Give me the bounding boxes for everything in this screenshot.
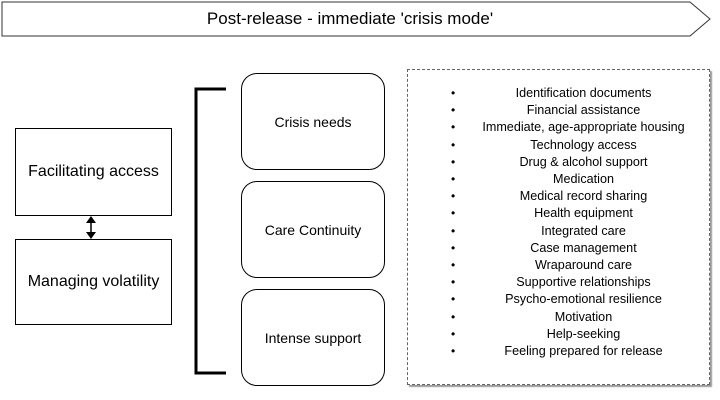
- care-continuity-box: Care Continuity: [241, 181, 385, 278]
- list-item: Wraparound care: [408, 257, 709, 274]
- list-item: Health equipment: [408, 205, 709, 222]
- list-item: Immediate, age-appropriate housing: [408, 119, 709, 136]
- list-item: Supportive relationships: [408, 274, 709, 291]
- list-item: Motivation: [408, 309, 709, 326]
- list-item: Integrated care: [408, 223, 709, 240]
- list-item: Financial assistance: [408, 102, 709, 119]
- banner-title: Post-release - immediate 'crisis mode': [206, 9, 494, 28]
- facilitating-access-box: Facilitating access: [15, 128, 172, 216]
- managing-volatility-label: Managing volatility: [27, 273, 160, 290]
- list-item: Medication: [408, 171, 709, 188]
- facilitating-access-label: Facilitating access: [28, 163, 159, 180]
- list-item: Case management: [408, 240, 709, 257]
- list-item: Medical record sharing: [408, 188, 709, 205]
- managing-volatility-box: Managing volatility: [15, 239, 172, 325]
- intense-support-box: Intense support: [241, 289, 385, 386]
- list-item: Identification documents: [408, 85, 709, 102]
- list-item: Feeling prepared for release: [408, 343, 709, 360]
- list-item: Technology access: [408, 137, 709, 154]
- crisis-needs-label: Crisis needs: [274, 113, 352, 130]
- needs-list-box: Identification documents Financial assis…: [407, 69, 710, 385]
- banner-arrow: [1, 1, 711, 37]
- double-arrow-icon: [86, 216, 96, 239]
- crisis-needs-box: Crisis needs: [241, 73, 385, 170]
- list-item: Psycho-emotional resilience: [408, 291, 709, 308]
- list-item: Help-seeking: [408, 326, 709, 343]
- care-continuity-label: Care Continuity: [264, 221, 362, 238]
- list-item: Drug & alcohol support: [408, 154, 709, 171]
- needs-list: Identification documents Financial assis…: [408, 70, 709, 360]
- bracket: [194, 87, 226, 375]
- intense-support-label: Intense support: [264, 329, 362, 346]
